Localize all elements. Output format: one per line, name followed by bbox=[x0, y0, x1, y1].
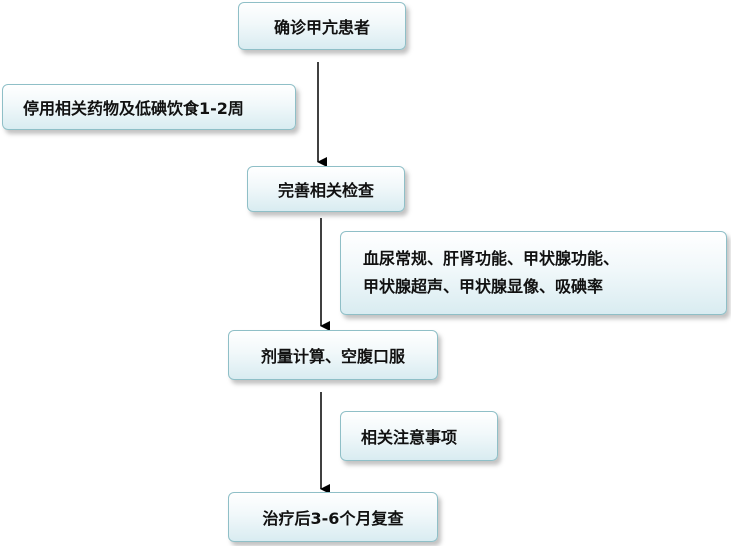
step-stop-drugs-text: 停用相关药物及低碘饮食1-2周 bbox=[23, 99, 244, 118]
step-followup-box: 治疗后3-6个月复查 bbox=[228, 492, 438, 542]
step-exam-items-box: 血尿常规、肝肾功能、甲状腺功能、 甲状腺超声、甲状腺显像、吸碘率 bbox=[340, 231, 727, 315]
step-exam-box: 完善相关检查 bbox=[247, 166, 405, 212]
step-exam-items-line2: 甲状腺超声、甲状腺显像、吸碘率 bbox=[363, 277, 604, 296]
step-stop-drugs-box: 停用相关药物及低碘饮食1-2周 bbox=[2, 84, 296, 130]
step-diagnose-text: 确诊甲亢患者 bbox=[273, 18, 370, 37]
step-notes-text: 相关注意事项 bbox=[361, 428, 458, 447]
step-exam-text: 完善相关检查 bbox=[277, 181, 374, 200]
step-notes-box: 相关注意事项 bbox=[340, 411, 498, 461]
step-dose-text: 剂量计算、空腹口服 bbox=[260, 347, 405, 366]
step-diagnose-box: 确诊甲亢患者 bbox=[238, 2, 406, 50]
step-exam-items-line1: 血尿常规、肝肾功能、甲状腺功能、 bbox=[363, 249, 620, 268]
step-followup-text: 治疗后3-6个月复查 bbox=[262, 509, 404, 528]
step-dose-box: 剂量计算、空腹口服 bbox=[228, 330, 438, 380]
